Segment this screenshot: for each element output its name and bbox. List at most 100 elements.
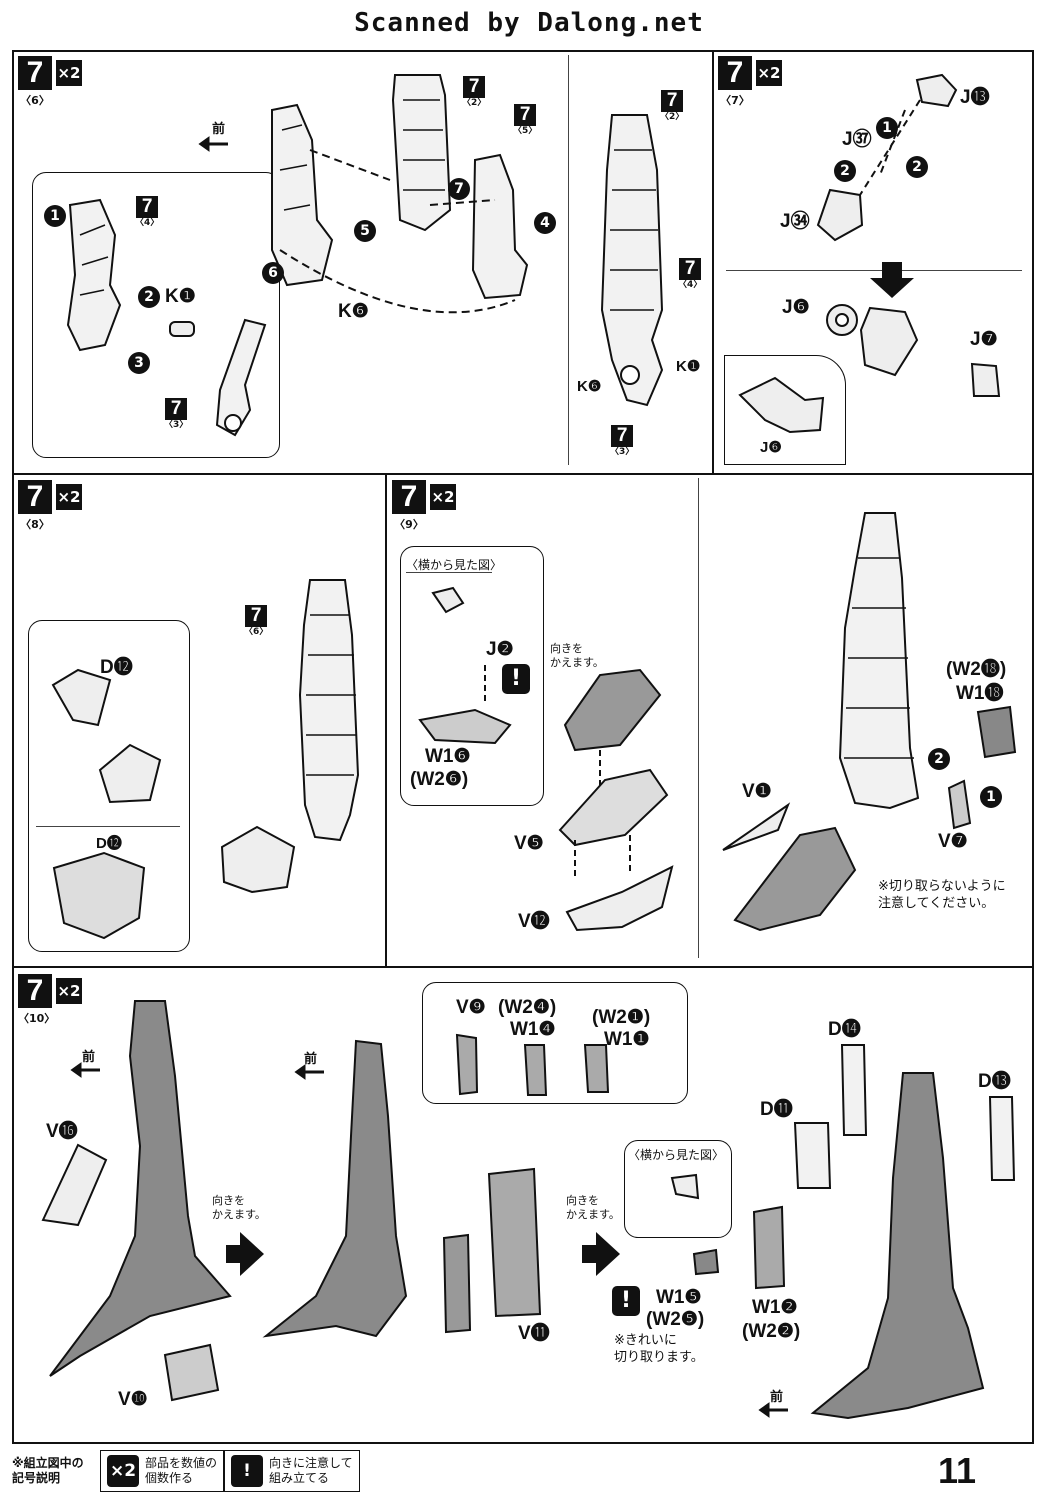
seq-1-badge-7: 1 [876, 117, 898, 139]
ref-step-number: 7 [165, 398, 188, 420]
no-cut-note: ※切り取らないように 注意してください。 [878, 879, 1006, 911]
ref-step-sub: 〈2〉 [660, 112, 685, 122]
step-7-6-header: 7 ×2 〈6〉 [18, 56, 82, 107]
ref-step-number: 7 [245, 605, 268, 627]
step-number: 7 [18, 480, 52, 514]
thin-divider-c [726, 270, 1022, 271]
part-D12: D⓬ [100, 657, 133, 678]
part-W21: (W2❶) [592, 1007, 651, 1028]
legend-caution-text: 向きに注意して 組み立てる [269, 1456, 353, 1485]
part-W11: W1❶ [604, 1029, 650, 1050]
step-7-9-header: 7 ×2 〈9〉 [392, 480, 456, 531]
part-drawing-assembled-shin [600, 114, 664, 407]
thin-divider-a [568, 55, 569, 465]
part-drawing-hip-frame [66, 198, 122, 352]
step-number: 7 [392, 480, 426, 514]
multiplier-badge-icon: ×2 [107, 1455, 139, 1487]
turn-around-note-10a: 向きを かえます。 [212, 1194, 266, 1221]
seq-1-badge: 1 [44, 205, 66, 227]
clean-cut-note: ※きれいに 切り取ります。 [614, 1333, 704, 1365]
front-direction-label: 前 [212, 122, 226, 137]
part-drawing-V7 [947, 779, 972, 830]
part-drawing-V12 [565, 865, 674, 932]
symbol-legend: ※組立図中の 記号説明 ×2 部品を数値の 個数作る ! 向きに注意して 組み立… [12, 1448, 1002, 1494]
step-number: 7 [18, 56, 52, 90]
part-drawing-leg-10b [262, 1039, 408, 1338]
down-arrow-icon [870, 262, 914, 298]
dashed-connector-6 [279, 149, 516, 314]
front-arrow-icon-10c [758, 1402, 788, 1418]
step-sub: 〈7〉 [720, 94, 750, 107]
dashed-connector-7 [859, 99, 921, 196]
part-W26: (W2❻) [410, 769, 469, 790]
part-K6: K❻ [338, 301, 369, 322]
part-drawing-side-armor [442, 1233, 472, 1334]
part-drawing-J6-ring [826, 304, 858, 336]
part-drawing-assembled-leg-8 [298, 579, 360, 842]
step-number: 7 [18, 974, 52, 1008]
caution-icon-9: ! [502, 664, 530, 694]
caution-icon-10: ! [612, 1286, 640, 1316]
part-drawing-V11 [487, 1167, 542, 1318]
part-drawing-V10 [163, 1343, 220, 1402]
side-view-box [406, 572, 492, 573]
part-drawing-W118 [976, 705, 1017, 759]
right-arrow-icon-10a [226, 1232, 264, 1276]
seq-2-badge-9: 2 [928, 748, 950, 770]
part-W118: W1⓲ [956, 683, 1004, 704]
part-drawing-J13 [915, 73, 958, 108]
seq-2-badge-7a: 2 [834, 160, 856, 182]
part-drawing-J34 [816, 188, 864, 242]
ref-7-3b: 7〈3〉 [610, 425, 634, 457]
part-drawing-V9 [455, 1033, 479, 1096]
part-W14: W1❹ [510, 1019, 556, 1040]
turn-around-note-10b: 向きを かえます。 [566, 1194, 620, 1221]
step-sub: 〈6〉 [20, 94, 50, 107]
part-drawing-W11 [583, 1044, 610, 1093]
front-label-10b: 前 [304, 1052, 318, 1067]
part-W24: (W2❹) [498, 997, 557, 1018]
part-drawing-foot-block-8 [220, 825, 296, 894]
part-V12: V⓬ [518, 911, 550, 932]
part-J6-detail-label: J❻ [760, 439, 782, 456]
part-drawing-D12-assembled [52, 851, 146, 940]
step-number: 7 [718, 56, 752, 90]
part-drawing-D12 [51, 668, 112, 727]
inset-8-divider [36, 826, 180, 827]
ref-step-number: 7 [679, 258, 702, 280]
part-J2: J❷ [486, 639, 514, 660]
part-drawing-ankle-joint [98, 743, 162, 804]
ref-step-number: 7 [514, 104, 537, 126]
ref-step-sub: 〈3〉 [164, 420, 189, 430]
front-label-10a: 前 [82, 1050, 96, 1065]
part-drawing-joint-block [859, 306, 919, 377]
part-drawing-W16 [418, 708, 512, 745]
part-V5: V❺ [514, 833, 544, 854]
step-sub: 〈10〉 [18, 1012, 56, 1025]
part-D12-detail-label: D⓬ [96, 835, 122, 852]
ref-7-6: 7〈6〉 [244, 605, 268, 637]
part-drawing-D14 [840, 1044, 868, 1136]
legend-multiplier: ×2 部品を数値の 個数作る [100, 1450, 225, 1492]
ref-step-number: 7 [611, 425, 634, 447]
ref-step-sub: 〈4〉 [678, 280, 703, 290]
part-drawing-D13 [988, 1096, 1016, 1181]
front-arrow-icon [198, 136, 228, 152]
multiplier-badge: ×2 [56, 484, 82, 510]
ref-step-sub: 〈2〉 [462, 98, 487, 108]
part-drawing-J7 [970, 362, 1001, 397]
part-drawing-side-view-J2 [431, 586, 465, 614]
part-D14: D⓮ [828, 1019, 861, 1040]
part-drawing-armor-top [563, 668, 662, 752]
part-J13: J⓭ [960, 87, 990, 108]
step-sub: 〈8〉 [20, 518, 50, 531]
part-drawing-W12 [752, 1205, 786, 1290]
part-J7: J❼ [970, 329, 998, 350]
part-drawing-assembled-leg-9 [838, 512, 920, 810]
part-drawing-D11 [793, 1122, 832, 1189]
part-drawing-foot-armor-9 [733, 826, 857, 932]
part-W15: W1❺ [656, 1287, 702, 1308]
thin-divider-b [698, 478, 699, 958]
part-K1: K❶ [165, 286, 196, 307]
seq-4-badge: 4 [534, 212, 556, 234]
